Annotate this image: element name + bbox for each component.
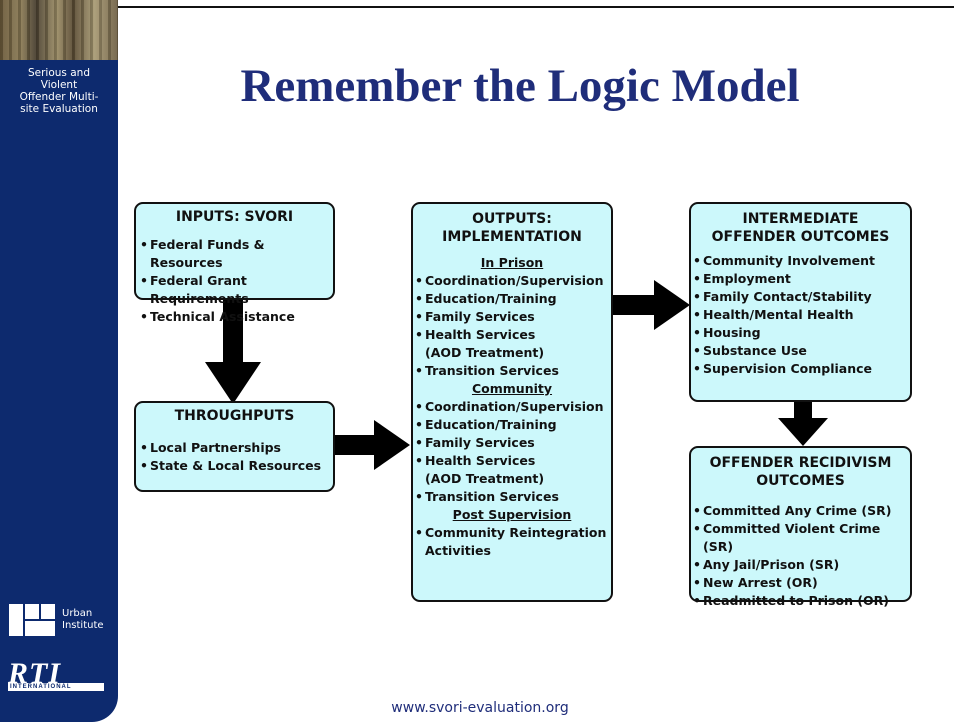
outputs-item: Family Services [415, 434, 609, 452]
arrow-right-throughputs-to-outputs [334, 420, 410, 470]
arrow-down-intermediate-to-recidivism [778, 400, 828, 446]
top-rule [118, 6, 954, 8]
recidivism-heading-2: OUTCOMES [756, 473, 845, 489]
throughputs-item: State & Local Resources [140, 457, 329, 475]
intermediate-item: Family Contact/Stability [693, 288, 908, 306]
inputs-box: INPUTS: SVORI Federal Funds & Resources … [134, 202, 335, 326]
arrow-right-outputs-to-intermediate [612, 280, 690, 330]
outputs-section-label: Community [471, 381, 553, 396]
recidivism-outcomes-box: OFFENDER RECIDIVISM OUTCOMES Committed A… [689, 446, 912, 610]
intermediate-heading-1: INTERMEDIATE [742, 211, 859, 227]
arrow-down-inputs-to-throughputs [205, 300, 261, 404]
header-photo [0, 0, 118, 60]
outputs-item: Family Services [415, 308, 609, 326]
outputs-heading-2: IMPLEMENTATION [442, 229, 582, 245]
recidivism-item: New Arrest (OR) [693, 574, 908, 592]
outputs-item: Transition Services [415, 488, 609, 506]
inputs-item: Technical Assistance [140, 308, 329, 326]
intermediate-item: Employment [693, 270, 908, 288]
intermediate-outcomes-box: INTERMEDIATE OFFENDER OUTCOMES Community… [689, 202, 912, 402]
recidivism-item: Committed Violent Crime (SR) [693, 520, 908, 556]
intermediate-item: Substance Use [693, 342, 908, 360]
intermediate-item: Supervision Compliance [693, 360, 908, 378]
outputs-item: (AOD Treatment) [425, 345, 545, 360]
outputs-heading-1: OUTPUTS: [472, 211, 552, 227]
inputs-heading: INPUTS: SVORI [175, 209, 294, 225]
outputs-section-label: Post Supervision [452, 507, 572, 522]
rti-logo-subtext: INTERNATIONAL [10, 684, 72, 690]
rti-logo-bar [8, 683, 104, 691]
outputs-item: Health Services [415, 452, 609, 470]
outputs-item: Education/Training [415, 416, 609, 434]
outputs-item: Transition Services [415, 362, 609, 380]
inputs-item: Federal Funds & Resources [140, 236, 329, 272]
sidebar: Serious and Violent Offender Multi- site… [0, 0, 118, 722]
intermediate-item: Community Involvement [693, 252, 908, 270]
recidivism-item: Any Jail/Prison (SR) [693, 556, 908, 574]
outputs-item: Activities [425, 543, 491, 558]
recidivism-item: Committed Any Crime (SR) [693, 502, 908, 520]
outputs-item: Health Services [415, 326, 609, 344]
intermediate-item: Health/Mental Health [693, 306, 908, 324]
recidivism-heading-1: OFFENDER RECIDIVISM [709, 455, 892, 471]
outputs-box: OUTPUTS: IMPLEMENTATION In Prison Coordi… [411, 202, 613, 602]
throughputs-box: THROUGHPUTS Local Partnerships State & L… [134, 401, 335, 492]
intermediate-heading-2: OFFENDER OUTCOMES [711, 229, 890, 245]
slide-title: Remember the Logic Model [240, 60, 800, 112]
project-title: Serious and Violent Offender Multi- site… [19, 67, 99, 115]
outputs-item: Coordination/Supervision [415, 398, 609, 416]
throughputs-heading: THROUGHPUTS [174, 408, 295, 424]
outputs-section-label: In Prison [480, 255, 544, 270]
outputs-item: Education/Training [415, 290, 609, 308]
outputs-item: Community Reintegration [415, 524, 609, 542]
outputs-item: (AOD Treatment) [425, 471, 545, 486]
outputs-item: Coordination/Supervision [415, 272, 609, 290]
throughputs-item: Local Partnerships [140, 439, 329, 457]
urban-institute-logo [9, 604, 55, 636]
footer-url: www.svori-evaluation.org [391, 700, 569, 716]
intermediate-item: Housing [693, 324, 908, 342]
inputs-item: Federal Grant Requirements [140, 272, 329, 308]
urban-institute-label: Urban Institute [62, 608, 104, 631]
recidivism-item: Readmitted to Prison (OR) [693, 592, 908, 610]
